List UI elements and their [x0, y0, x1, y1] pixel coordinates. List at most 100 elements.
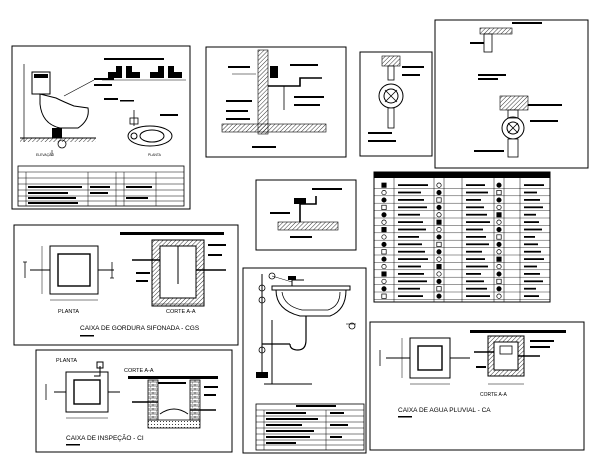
legend-symbol-glyph — [496, 190, 502, 196]
legend-symbol-glyph — [496, 212, 502, 218]
legend-symbol-glyph — [436, 190, 442, 196]
legend-description-text — [524, 250, 541, 253]
legend-symbol-glyph — [436, 212, 442, 218]
legend-symbol-glyph — [381, 256, 387, 262]
legend-symbol-glyph — [496, 278, 502, 284]
legend-symbol-glyph — [496, 241, 502, 247]
legend-description-text — [398, 258, 428, 260]
panel-valve-detail — [434, 19, 589, 169]
legend-symbol-glyph — [496, 256, 502, 262]
grease-box-plan: PLANTA — [23, 245, 114, 315]
legend-symbol-glyph — [496, 271, 502, 277]
legend-symbol-glyph — [381, 271, 387, 277]
legend-description-text — [398, 295, 423, 297]
legend-symbol-glyph — [436, 241, 442, 247]
legend-description-text — [524, 206, 543, 209]
panel-riser-detail — [255, 179, 357, 251]
legend-symbol-glyph — [436, 278, 442, 284]
legend-description-text — [466, 206, 484, 209]
legend-symbol-glyph — [436, 286, 442, 292]
legend-symbol-glyph — [496, 197, 502, 203]
flange-detail — [102, 58, 186, 102]
legend-description-text — [398, 280, 427, 283]
legend-symbol-glyph — [381, 197, 387, 203]
legend-description-text — [398, 250, 425, 253]
grease-plan-label: PLANTA — [58, 309, 79, 315]
legend-symbol-glyph — [436, 271, 442, 277]
legend-symbol-glyph — [436, 204, 442, 210]
legend-description-text — [466, 228, 483, 231]
legend-description-text — [466, 191, 488, 194]
legend-description-text — [466, 184, 485, 186]
legend-symbol-glyph — [436, 182, 442, 188]
inspection-plan-label: PLANTA — [56, 358, 77, 364]
legend-description-text — [466, 265, 488, 268]
legend-description-text — [466, 280, 484, 283]
legend-description-text — [466, 243, 489, 246]
legend-description-text — [466, 287, 487, 290]
legend-description-text — [524, 184, 544, 186]
legend-symbol-glyph — [496, 286, 502, 292]
legend-description-text — [466, 236, 486, 238]
rainwater-box-title: CAIXA DE AGUA PLUVIAL - CA — [398, 407, 491, 414]
legend-description-text — [398, 265, 421, 268]
legend-symbol-glyph — [436, 264, 442, 270]
legend-symbol-glyph — [381, 286, 387, 292]
legend-description-text — [398, 236, 419, 238]
legend-description-text — [524, 258, 544, 260]
rainwater-box-plan — [379, 337, 470, 385]
legend-symbol-glyph — [436, 234, 442, 240]
inspection-section-label: CORTE A-A — [124, 368, 154, 374]
legend-rows — [374, 182, 550, 300]
panel-inspection-box: PLANTA CORTE A-A CAIXA DE INSPEÇÃO - CI — [35, 349, 233, 453]
legend-description-text — [398, 206, 427, 209]
legend-description-text — [466, 258, 485, 260]
legend-description-text — [398, 199, 424, 201]
legend-description-text — [466, 295, 490, 297]
legend-symbol-glyph — [381, 182, 387, 188]
legend-symbol-glyph — [381, 264, 387, 270]
legend-description-text — [524, 191, 537, 194]
legend-description-text — [398, 221, 423, 223]
grease-section-label: CORTE A-A — [166, 309, 196, 315]
legend-description-text — [398, 191, 421, 194]
panel-lavatory — [242, 267, 367, 454]
legend-symbol-glyph — [436, 219, 442, 225]
legend-symbol-glyph — [381, 234, 387, 240]
legend-description-text — [524, 243, 538, 246]
legend-symbol-glyph — [381, 204, 387, 210]
panel-wall-pipe-detail — [205, 46, 347, 158]
legend-description-text — [524, 295, 539, 297]
legend-symbol-glyph — [496, 249, 502, 255]
inspection-box-section: CORTE A-A — [124, 368, 218, 429]
grease-box-title: CAIXA DE GORDURA SIFONADA - CGS — [80, 325, 200, 332]
inspection-box-plan: PLANTA — [45, 358, 120, 419]
elevation-label: ELEVAÇÃO — [36, 152, 54, 157]
legend-symbol-glyph — [496, 264, 502, 270]
rainwater-section-label: CORTE A-A — [480, 392, 508, 398]
legend-symbol-glyph — [381, 212, 387, 218]
panel-rainwater-box: CORTE A-A CAIXA DE AGUA PLUVIAL - CA — [369, 321, 585, 451]
legend-symbol-glyph — [381, 227, 387, 233]
legend-description-text — [466, 250, 482, 253]
legend-description-text — [466, 221, 490, 223]
inspection-box-title: CAIXA DE INSPEÇÃO - CI — [66, 433, 144, 442]
legend-description-text — [524, 236, 535, 238]
legend-symbol-glyph — [496, 234, 502, 240]
panel-symbols-legend — [373, 171, 551, 303]
grease-box-section: CORTE A-A — [120, 232, 226, 315]
legend-description-text — [524, 273, 540, 275]
legend-symbol-glyph — [436, 249, 442, 255]
legend-symbol-glyph — [496, 219, 502, 225]
legend-description-text — [398, 184, 428, 186]
legend-symbol-glyph — [381, 241, 387, 247]
legend-description-text — [524, 280, 543, 283]
legend-symbol-glyph — [381, 190, 387, 196]
legend-symbol-glyph — [381, 219, 387, 225]
toilet-plan: PLANTA — [127, 110, 178, 157]
legend-description-text — [524, 213, 536, 216]
legend-symbol-glyph — [496, 293, 502, 299]
legend-symbol-glyph — [436, 256, 442, 262]
panel-toilet-detail: ELEVAÇÃO PLANTA — [11, 45, 191, 210]
